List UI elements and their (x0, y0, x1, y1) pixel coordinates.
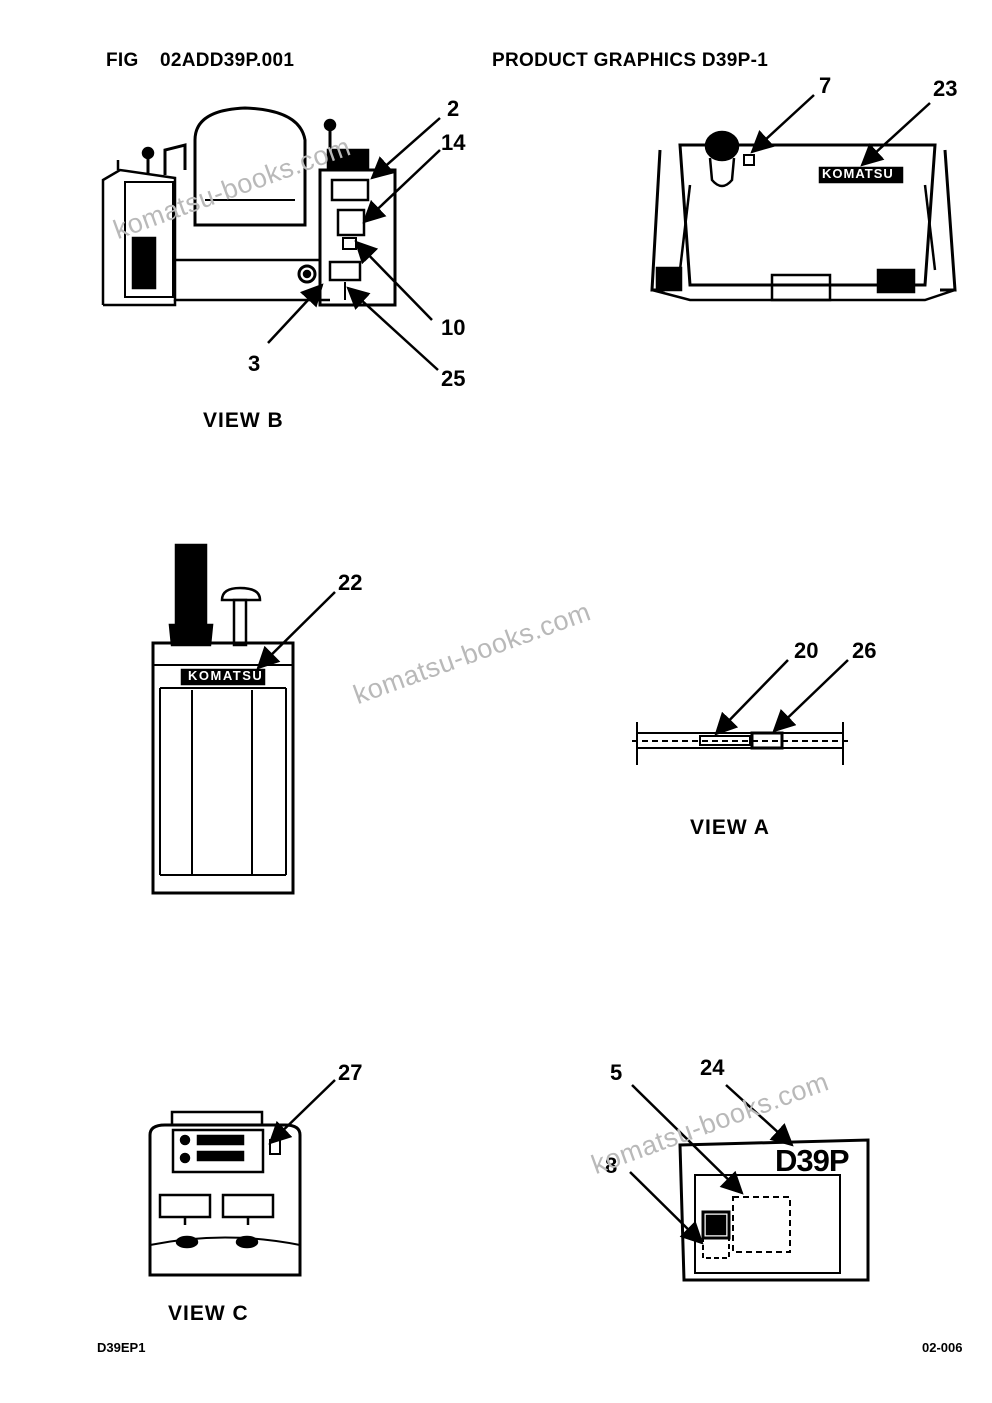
callout-24: 24 (700, 1055, 725, 1080)
tank-leaders (256, 591, 336, 670)
view-a-label: VIEW A (690, 816, 770, 839)
footer-doc-code: D39EP1 (97, 1340, 146, 1355)
callout-10: 10 (441, 315, 466, 340)
tank-drawing (151, 543, 295, 895)
callout-2: 2 (447, 96, 460, 121)
rear-view-leaders (750, 94, 931, 167)
footer-page-number: 02-006 (922, 1340, 963, 1355)
callout-14: 14 (441, 130, 466, 155)
figure-number: 02ADD39P.001 (160, 50, 295, 71)
rear-view-drawing (650, 130, 957, 302)
callout-5: 5 (610, 1060, 623, 1085)
page-title: PRODUCT GRAPHICS D39P-1 (492, 50, 769, 71)
callout-7: 7 (819, 73, 832, 98)
model-decal: D39P (775, 1143, 850, 1178)
view-b-leaders (267, 117, 441, 371)
view-b-drawing (101, 106, 397, 307)
callout-27: 27 (338, 1060, 363, 1085)
view-a-leaders (714, 659, 849, 736)
callout-20: 20 (794, 638, 819, 663)
callout-23: 23 (933, 76, 958, 101)
model-panel-drawing (678, 1138, 870, 1282)
rear-komatsu-decal: KOMATSU (822, 166, 894, 181)
callout-8: 8 (605, 1153, 618, 1178)
view-c-label: VIEW C (168, 1302, 249, 1325)
model-panel-leaders (629, 1084, 794, 1245)
callout-22: 22 (338, 570, 363, 595)
callout-26: 26 (852, 638, 877, 663)
figure-label: FIG (106, 50, 139, 71)
callout-25: 25 (441, 366, 466, 391)
callout-3: 3 (248, 351, 261, 376)
tank-komatsu-decal: KOMATSU (188, 668, 264, 683)
view-a-drawing (632, 722, 848, 765)
view-c-leaders (268, 1079, 336, 1145)
view-b-label: VIEW B (203, 409, 284, 432)
